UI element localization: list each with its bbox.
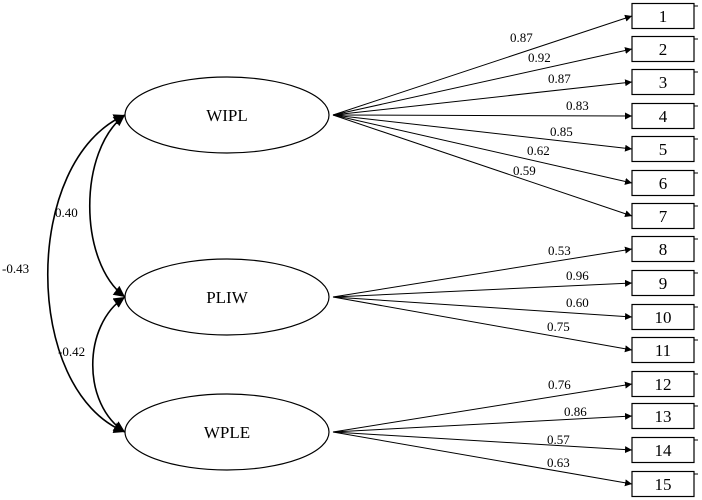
loading-path-7 — [332, 114, 633, 218]
indicator-rect — [631, 2, 695, 30]
indicator-rect — [631, 169, 695, 197]
indicator-box-5: 5 — [631, 135, 698, 163]
correlation-value-wipl-pliw: 0.40 — [55, 205, 78, 220]
loading-path-11 — [332, 296, 633, 353]
indicator-rect — [631, 135, 695, 163]
indicator-box-14: 14 — [631, 436, 698, 464]
indicator-label: 5 — [659, 140, 668, 159]
loading-value-8: 0.53 — [548, 243, 571, 258]
correlation-layer — [46, 114, 126, 433]
loading-value-5: 0.85 — [550, 124, 573, 139]
loading-value-7: 0.59 — [513, 163, 536, 178]
loading-value-4: 0.83 — [566, 98, 589, 113]
indicator-rect — [631, 269, 695, 297]
loading-path-5 — [332, 114, 633, 152]
factor-ellipse — [124, 258, 330, 336]
indicator-label: 8 — [659, 240, 668, 259]
indicator-box-2: 2 — [631, 35, 698, 63]
indicator-label: 15 — [655, 475, 672, 494]
indicator-rect — [631, 102, 695, 130]
loading-value-1: 0.87 — [510, 30, 533, 45]
correlation-value-wipl-wple: -0.43 — [2, 261, 29, 276]
loading-path-9 — [332, 279, 633, 298]
indicator-box-6: 6 — [631, 169, 698, 197]
indicator-box-7: 7 — [631, 202, 698, 230]
indicator-rect — [631, 402, 695, 430]
indicator-rect — [631, 303, 695, 331]
factors-layer: WIPL PLIW WPLE — [124, 76, 330, 471]
loading-path-10 — [332, 296, 633, 321]
indicator-label: 10 — [655, 308, 672, 327]
loading-value-15: 0.63 — [547, 455, 570, 470]
indicator-box-12: 12 — [631, 370, 698, 398]
indicator-rect — [631, 35, 695, 63]
indicator-label: 7 — [659, 207, 668, 226]
indicator-label: 1 — [659, 7, 668, 26]
indicator-label: 3 — [659, 73, 668, 92]
indicator-label: 12 — [655, 375, 672, 394]
factor-label: WPLE — [204, 423, 250, 442]
indicator-label: 14 — [655, 441, 673, 460]
indicator-label: 4 — [659, 107, 668, 126]
indicator-label: 6 — [659, 174, 668, 193]
indicator-label: 11 — [655, 341, 671, 360]
indicator-box-13: 13 — [631, 402, 698, 430]
loading-path-4 — [332, 112, 633, 120]
loading-value-14: 0.57 — [547, 432, 570, 447]
labels-layer: 0.87 0.92 0.87 0.83 0.850.62 0.59 0.53 0.96 0.60… — [2, 30, 589, 470]
indicator-label: 13 — [655, 407, 672, 426]
correlation-path-wipl-wple — [46, 114, 126, 433]
indicator-rect — [631, 436, 695, 464]
indicator-box-15: 15 — [631, 470, 698, 498]
factor-wipl: WIPL — [124, 76, 330, 154]
loading-value-2: 0.92 — [528, 50, 551, 65]
indicator-rect — [631, 235, 695, 263]
indicator-rect — [631, 470, 695, 498]
indicator-rect — [631, 370, 695, 398]
indicator-box-4: 4 — [631, 102, 698, 130]
indicator-box-1: 1 — [631, 2, 698, 30]
loading-value-13: 0.86 — [564, 404, 587, 419]
loading-path-6 — [332, 114, 633, 185]
loading-value-10: 0.60 — [566, 295, 589, 310]
loading-value-12: 0.76 — [548, 377, 571, 392]
loading-value-3: 0.87 — [548, 71, 571, 86]
loading-path-1 — [332, 14, 633, 116]
loading-path-13 — [332, 412, 633, 433]
factor-wple: WPLE — [124, 393, 330, 471]
loading-path-2 — [332, 47, 633, 116]
indicator-box-10: 10 — [631, 303, 698, 331]
loading-value-11: 0.75 — [547, 319, 570, 334]
indicator-rect — [631, 336, 695, 364]
loading-path-3 — [332, 79, 633, 116]
indicator-rect — [631, 68, 695, 96]
indicator-box-3: 3 — [631, 68, 698, 96]
correlation-path-pliw-wple — [91, 296, 126, 433]
loading-path-14 — [332, 431, 633, 454]
indicator-label: 9 — [659, 274, 668, 293]
factor-label: WIPL — [206, 106, 248, 125]
correlation-path-wipl-pliw — [88, 114, 126, 298]
indicator-box-11: 11 — [631, 336, 698, 364]
correlation-value-pliw-wple: -0.42 — [58, 344, 85, 359]
loading-path-15 — [332, 431, 633, 487]
factor-label: PLIW — [206, 288, 249, 307]
loading-path-8 — [332, 246, 633, 298]
factor-pliw: PLIW — [124, 258, 330, 336]
factor-ellipse — [124, 393, 330, 471]
indicator-box-8: 8 — [631, 235, 698, 263]
factor-ellipse — [124, 76, 330, 154]
indicator-rect — [631, 202, 695, 230]
indicator-label: 2 — [659, 40, 668, 59]
loading-path-12 — [332, 381, 633, 433]
loading-paths-layer — [332, 14, 633, 487]
indicator-box-9: 9 — [631, 269, 698, 297]
loading-value-9: 0.96 — [566, 268, 589, 283]
loading-value-6: 0.62 — [527, 143, 550, 158]
